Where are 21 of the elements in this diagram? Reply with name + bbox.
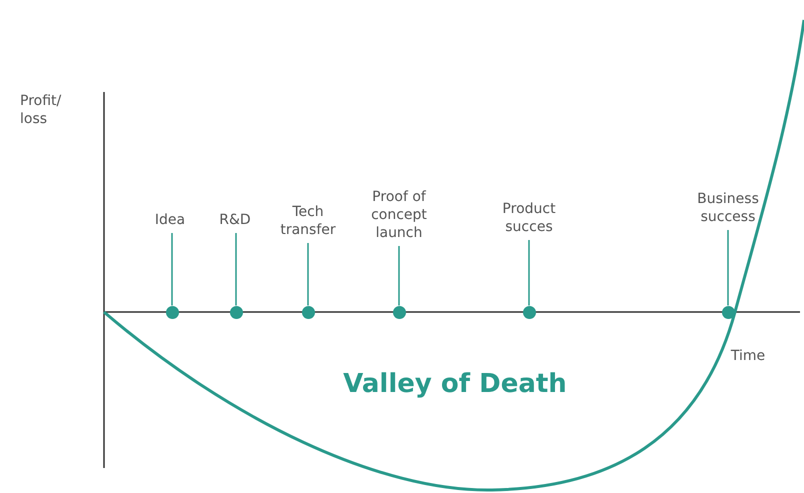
leader-line — [171, 233, 173, 306]
milestone-dot — [302, 306, 314, 318]
milestone-dot — [166, 306, 178, 318]
leader-line — [307, 243, 309, 306]
milestone-label: Idea — [140, 211, 200, 229]
axis-label: Profit/ loss — [20, 92, 62, 128]
milestone-label: Business success — [683, 190, 773, 226]
milestone-label: Tech transfer — [273, 203, 343, 239]
leader-line — [398, 246, 400, 306]
milestone-dot — [392, 306, 406, 318]
leader-line — [727, 230, 729, 306]
valley-title: Valley of Death — [343, 368, 567, 401]
milestone-dot — [722, 306, 734, 318]
leader-line — [235, 233, 237, 306]
milestone-dot — [230, 306, 242, 318]
axis-label: Time — [730, 347, 766, 366]
milestone-dot — [522, 306, 536, 318]
leader-line — [528, 240, 530, 306]
milestone-label: R&D — [210, 211, 260, 229]
milestone-label: Proof of concept launch — [359, 188, 439, 242]
milestone-label: Product succes — [489, 200, 569, 236]
